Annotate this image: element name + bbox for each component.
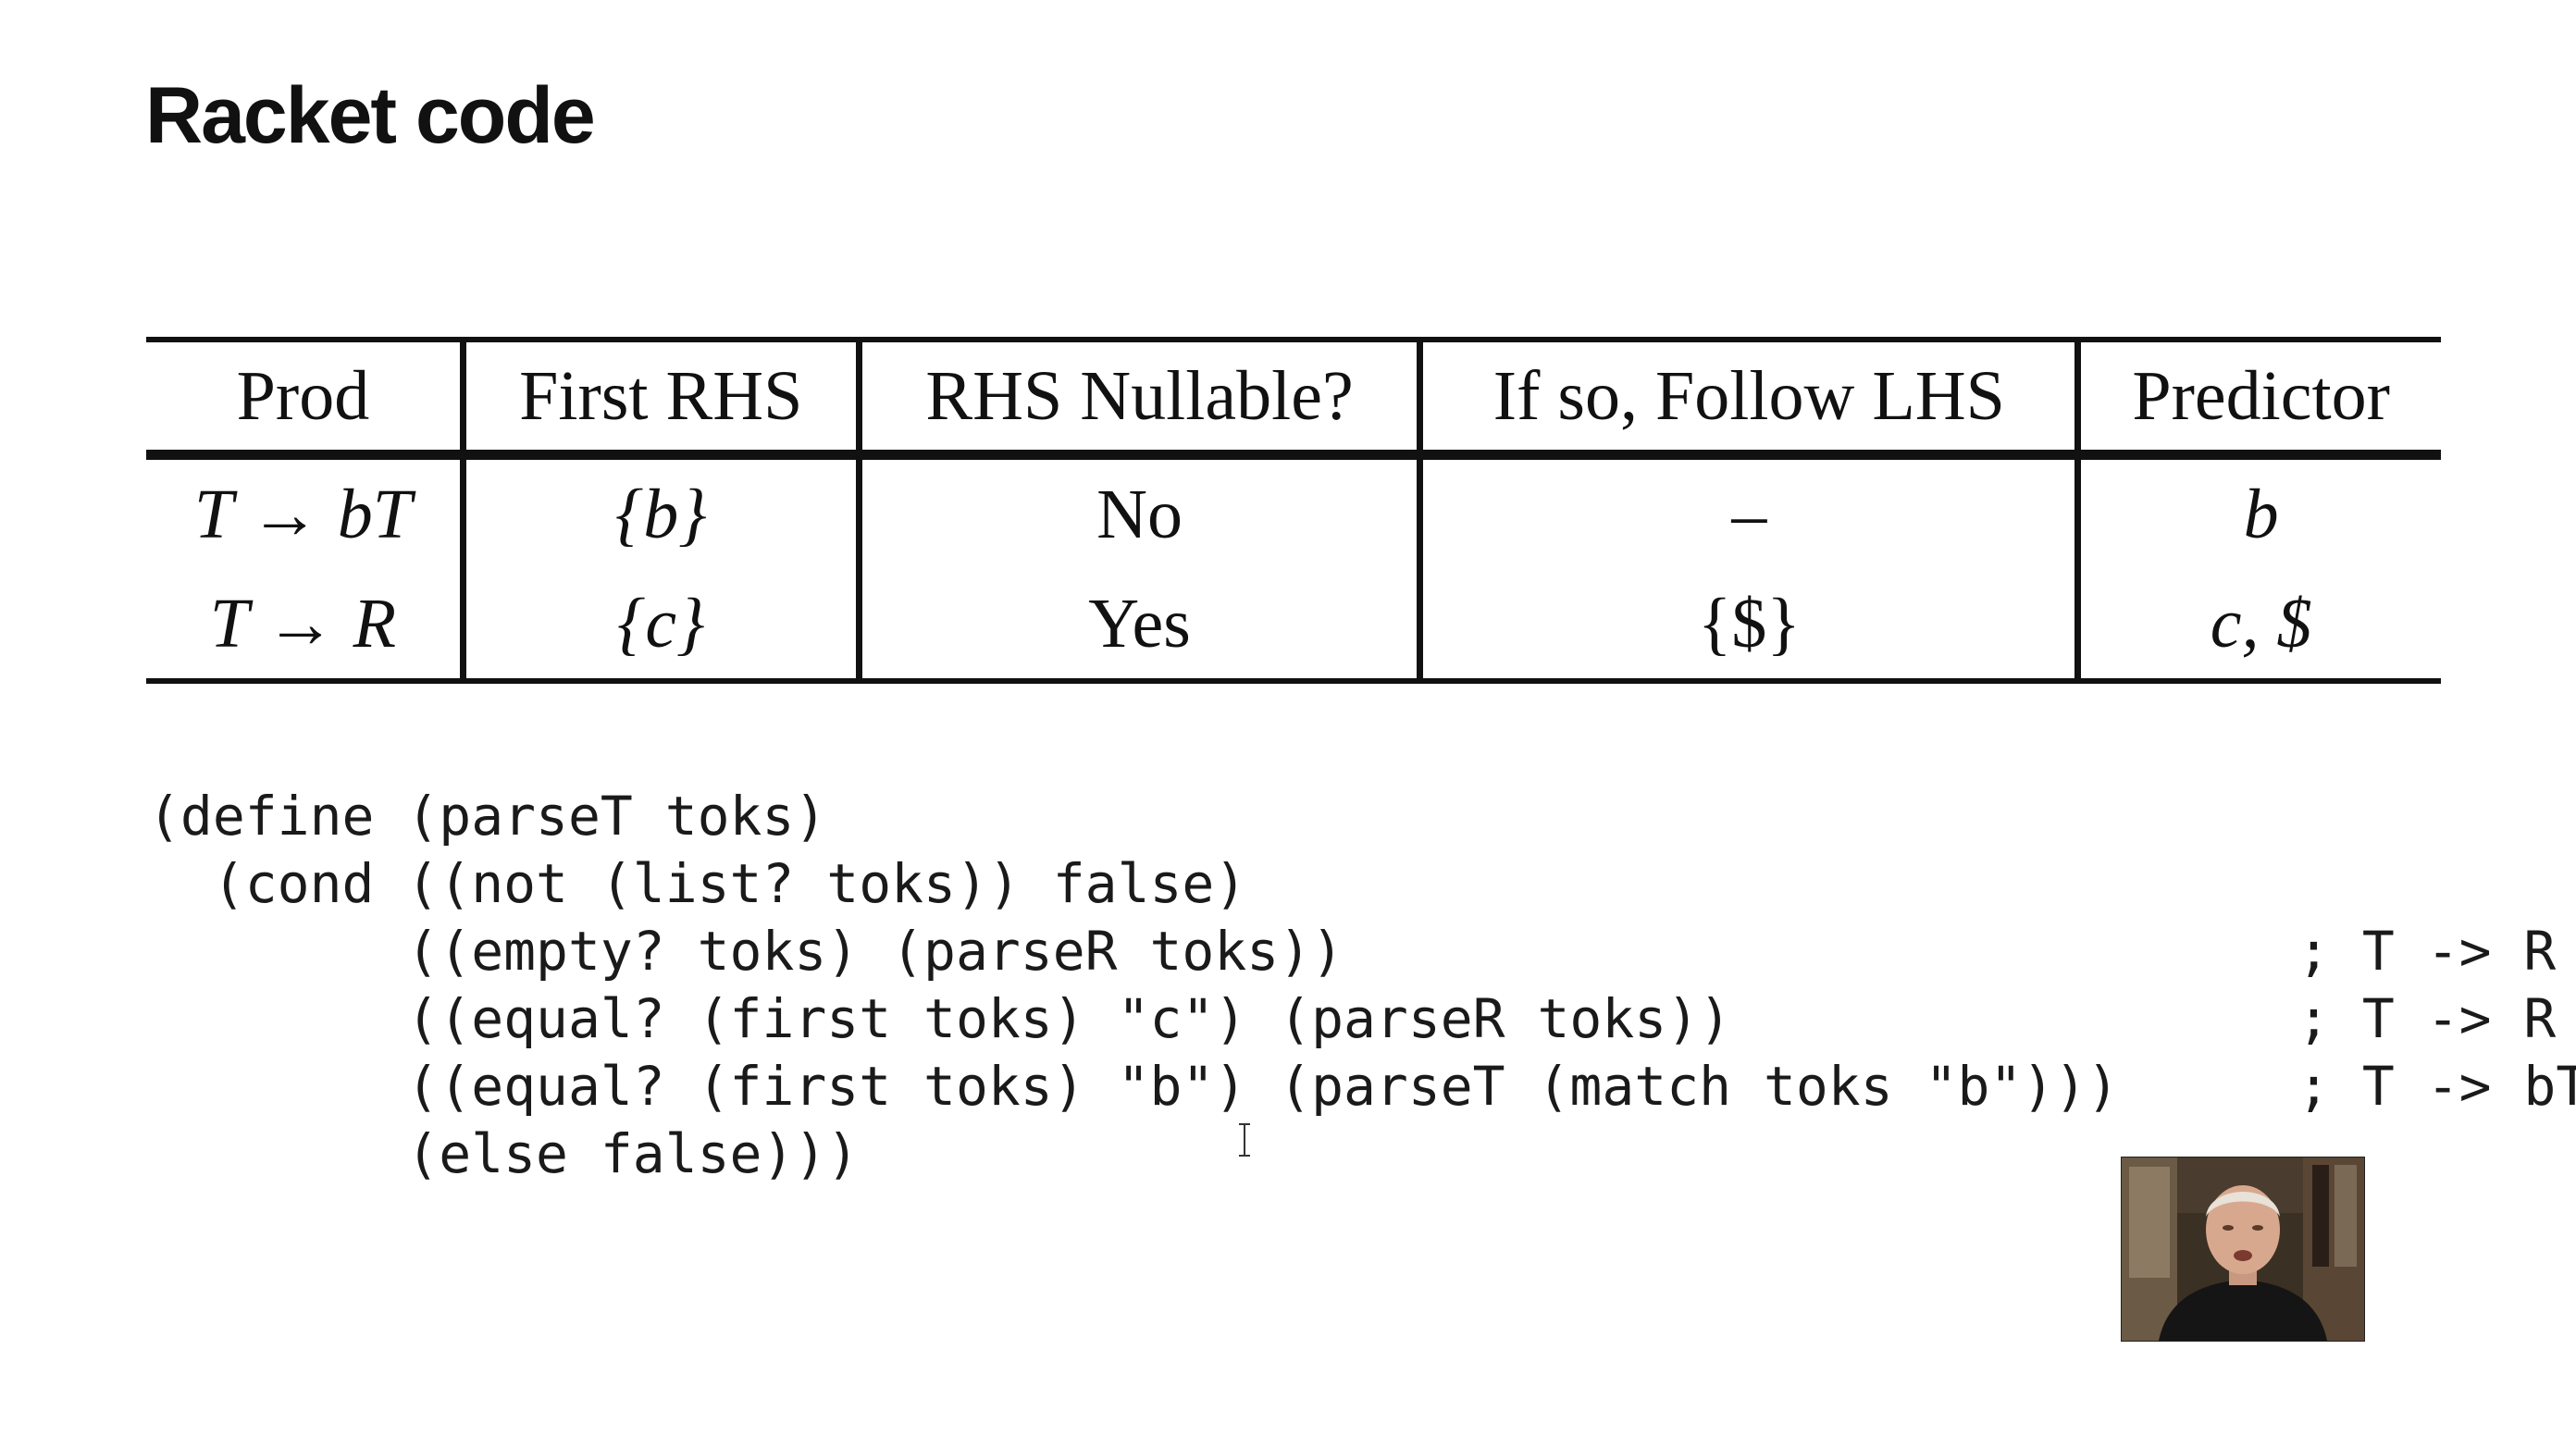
code-comment: ; T -> bT	[2297, 1055, 2576, 1118]
code-line: (define (parseT toks)	[148, 785, 827, 848]
header-predictor: Predictor	[2074, 337, 2441, 460]
header-first-rhs: First RHS	[459, 337, 860, 460]
header-rhs-nullable: RHS Nullable?	[855, 337, 1420, 460]
code-text: ((equal? (first toks) "b") (parseT (matc…	[148, 1055, 2120, 1118]
cell-follow-lhs: –	[1417, 454, 2078, 569]
cell-nullable: Yes	[855, 569, 1420, 684]
racket-code-block[interactable]: (define (parseT toks) (cond ((not (list?…	[148, 783, 2576, 1188]
cell-prod: T → bT	[193, 475, 413, 553]
slide-title: Racket code	[145, 71, 596, 160]
code-line: ((equal? (first toks) "b") (parseT (matc…	[148, 1053, 2576, 1120]
code-line: ((empty? toks) (parseR toks)) ; T -> R	[148, 918, 2556, 985]
code-line: (cond ((not (list? toks)) false)	[148, 852, 1247, 915]
cell-first-rhs: {b}	[459, 454, 860, 569]
table-row: T → bT {b} No – b	[146, 454, 2441, 569]
code-text: ((equal? (first toks) "c") (parseR toks)…	[148, 987, 1732, 1050]
table-header-row: Prod First RHS RHS Nullable? If so, Foll…	[146, 337, 2441, 460]
cell-predictor: b	[2074, 454, 2441, 569]
predictor-table: Prod First RHS RHS Nullable? If so, Foll…	[146, 337, 2441, 684]
cell-follow-lhs: {$}	[1417, 569, 2078, 684]
cell-nullable: No	[855, 454, 1420, 569]
presenter-webcam[interactable]	[2121, 1157, 2365, 1342]
webcam-image	[2122, 1157, 2364, 1341]
code-text: ((empty? toks) (parseR toks))	[148, 920, 1344, 983]
code-line: (else false)))	[148, 1122, 860, 1185]
cell-prod: T → R	[146, 569, 464, 684]
table-row: T → R {c} Yes {$} c, $	[146, 569, 2441, 684]
cell-predictor: c, $	[2074, 569, 2441, 684]
header-follow-lhs: If so, Follow LHS	[1417, 337, 2078, 460]
code-comment: ; T -> R	[2297, 920, 2557, 983]
text-cursor-icon	[1239, 1123, 1250, 1157]
code-line: ((equal? (first toks) "c") (parseR toks)…	[148, 985, 2556, 1053]
header-prod: Prod	[146, 337, 464, 460]
cell-first-rhs: {c}	[459, 569, 860, 684]
code-comment: ; T -> R	[2297, 987, 2557, 1050]
